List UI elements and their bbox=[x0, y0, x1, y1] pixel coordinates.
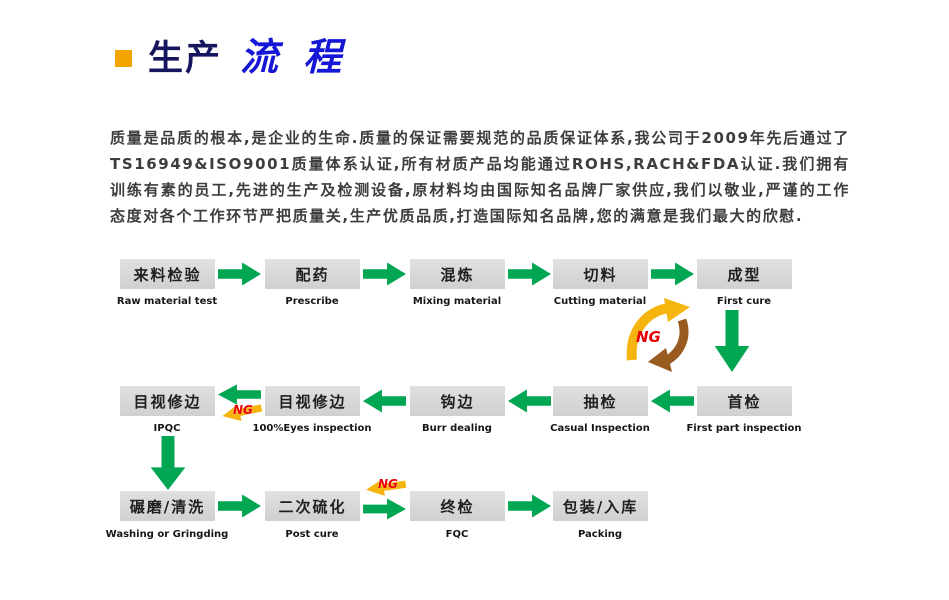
flow-caption-fqc: FQC bbox=[445, 529, 469, 540]
ng-label: NG bbox=[233, 403, 253, 417]
arrow-left-icon bbox=[651, 389, 694, 413]
arrow-left-icon bbox=[363, 389, 406, 413]
arrow-right-icon bbox=[508, 494, 551, 518]
flow-caption-washing: Washing or Gringding bbox=[105, 529, 229, 540]
flow-step-raw-material-test: 来料检验 bbox=[120, 259, 215, 289]
title-accent-text: 流 程 bbox=[240, 34, 348, 79]
arrow-down-icon bbox=[150, 436, 186, 490]
flow-step-post-cure: 二次硫化 bbox=[265, 491, 360, 521]
arrow-left-icon bbox=[218, 384, 261, 405]
flow-caption-casual-inspection: Casual Inspection bbox=[550, 423, 650, 434]
flow-step-packing: 包装/入库 bbox=[553, 491, 648, 521]
flow-caption-post-cure: Post cure bbox=[285, 529, 339, 540]
flow-step-fqc: 终检 bbox=[410, 491, 505, 521]
flow-caption-ipqc: IPQC bbox=[153, 423, 181, 434]
arrow-left-icon bbox=[508, 389, 551, 413]
flow-step-burr-dealing: 钩边 bbox=[410, 386, 505, 416]
title-main-text: 生产 bbox=[148, 39, 223, 79]
flow-step-eyes-inspection: 目视修边 bbox=[265, 386, 360, 416]
flow-caption-raw-material-test: Raw material test bbox=[116, 296, 218, 307]
flow-caption-prescribe: Prescribe bbox=[285, 296, 339, 307]
flow-step-first-part-inspection: 首检 bbox=[697, 386, 792, 416]
arrow-right-icon bbox=[651, 262, 694, 286]
quality-intro-paragraph: 质量是品质的根本,是企业的生命.质量的保证需要规范的品质保证体系,我公司于200… bbox=[110, 129, 850, 225]
flow-step-washing: 碾磨/清洗 bbox=[120, 491, 215, 521]
flow-step-prescribe: 配药 bbox=[265, 259, 360, 289]
arrow-right-icon bbox=[218, 262, 261, 286]
ng-label: NG bbox=[636, 328, 661, 346]
flow-caption-first-part-inspection: First part inspection bbox=[686, 423, 802, 434]
arrow-right-icon bbox=[218, 494, 261, 518]
flow-caption-burr-dealing: Burr dealing bbox=[422, 423, 492, 434]
flow-step-casual-inspection: 抽检 bbox=[553, 386, 648, 416]
flow-caption-first-cure: First cure bbox=[716, 296, 772, 307]
flow-step-cutting: 切料 bbox=[553, 259, 648, 289]
ng-cycle-arrow-icon: NG bbox=[626, 298, 690, 372]
arrow-right-icon bbox=[363, 262, 406, 286]
flow-caption-cutting: Cutting material bbox=[553, 296, 647, 307]
title-bullet-square bbox=[115, 50, 132, 67]
flow-step-ipqc: 目视修边 bbox=[120, 386, 215, 416]
flow-caption-mixing: Mixing material bbox=[412, 296, 502, 307]
arrow-down-icon bbox=[714, 310, 750, 372]
ng-label: NG bbox=[378, 477, 398, 491]
arrow-right-icon bbox=[508, 262, 551, 286]
flow-caption-eyes-inspection: 100%Eyes inspection bbox=[252, 423, 372, 434]
flow-step-mixing: 混炼 bbox=[410, 259, 505, 289]
flow-caption-packing: Packing bbox=[577, 529, 623, 540]
arrow-right-icon bbox=[363, 498, 406, 520]
flow-step-first-cure: 成型 bbox=[697, 259, 792, 289]
